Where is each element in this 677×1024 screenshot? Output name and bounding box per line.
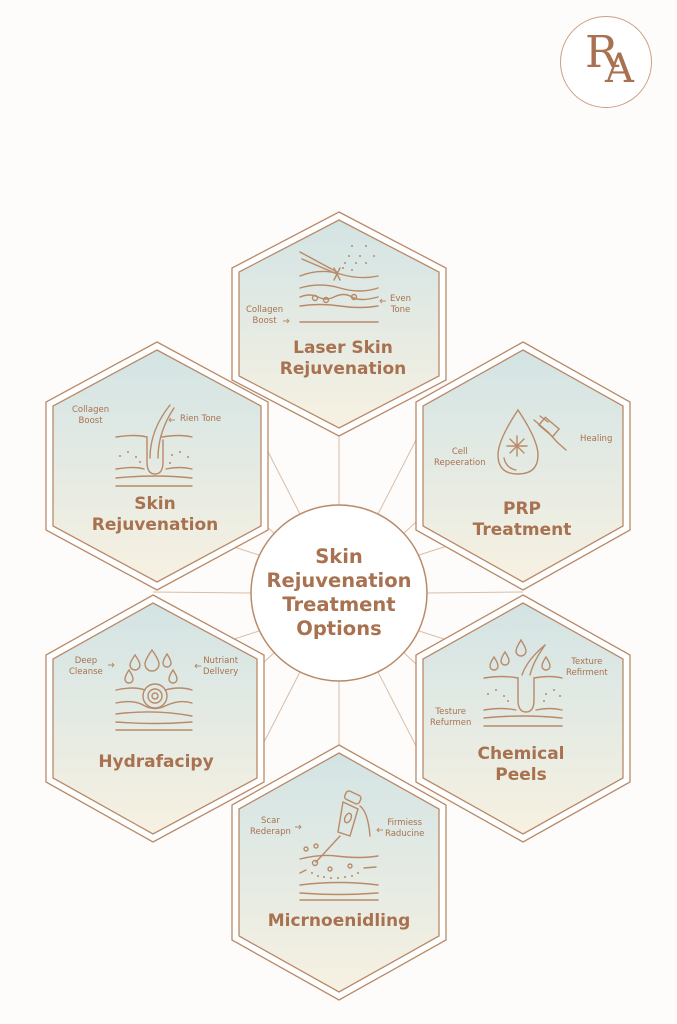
center-circle — [250, 504, 428, 682]
blood-drop-syringe-icon — [497, 408, 567, 475]
callout-healing: Healing — [580, 434, 613, 444]
logo-letter-a: A — [605, 46, 634, 92]
treatment-title-skin[interactable]: Skin Rejuvenation — [92, 494, 218, 536]
title-line: PRP — [502, 499, 541, 519]
callout-arrows — [108, 298, 386, 833]
title-line: Peels — [495, 765, 547, 785]
center-title-line: Rejuvenation — [266, 569, 412, 592]
title-line: Rejuvenation — [279, 359, 407, 379]
hexagon-skin[interactable] — [45, 341, 269, 591]
brand-logo: R A — [560, 16, 652, 108]
title-line: Laser Skin — [293, 338, 393, 358]
hexagon-chemical[interactable] — [415, 594, 631, 843]
center-title-line: Options — [296, 617, 382, 640]
hexagon-hydrafacial[interactable] — [45, 594, 265, 843]
title-line: Rejuvenation — [91, 515, 219, 535]
center-title-line: Treatment — [282, 593, 396, 616]
hexagon-laser[interactable] — [231, 211, 447, 437]
connector-lines — [152, 436, 524, 747]
title-line: Hydrafacipy — [98, 752, 214, 772]
hair-follicle-skin-icon — [115, 404, 193, 487]
treatment-title-microneedling[interactable]: Micrnoenidling — [268, 911, 411, 932]
treatment-title-hydrafacial[interactable]: Hydrafacipy — [98, 752, 213, 773]
treatment-title-prp[interactable]: PRP Treatment — [473, 499, 572, 541]
title-line: Chemical — [477, 744, 565, 764]
hexagon-microneedling[interactable] — [231, 744, 447, 1001]
title-line: Treatment — [472, 520, 572, 540]
treatment-title-laser[interactable]: Laser Skin Rejuvenation — [280, 338, 406, 380]
hexagon-prp[interactable] — [415, 341, 631, 591]
logo-letter-r: R — [585, 27, 619, 78]
microneedle-pen-icon — [299, 790, 379, 901]
treatment-title-chemical[interactable]: Chemical Peels — [477, 744, 564, 786]
title-line: Skin — [134, 494, 176, 514]
laser-skin-layers-icon — [299, 245, 379, 323]
callout-even-tone: Rien Tone — [180, 414, 222, 424]
drops-follicle-icon — [483, 638, 563, 727]
center-title: Skin Rejuvenation Treatment Options — [251, 505, 427, 681]
center-title-line: Skin — [315, 545, 363, 568]
title-line: Micrnoenidling — [267, 911, 411, 931]
water-drops-swirl-icon — [115, 648, 193, 731]
